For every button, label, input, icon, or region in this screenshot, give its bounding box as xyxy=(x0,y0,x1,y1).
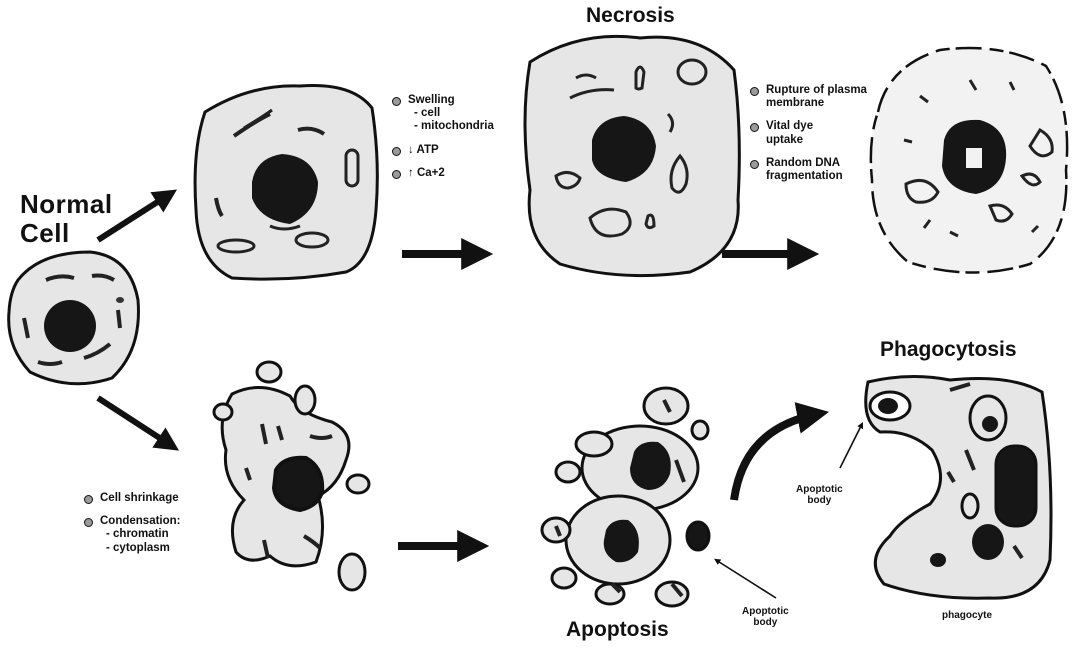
pointer-apoptotic-body-upper xyxy=(840,424,862,468)
apoptotic-body-lower-line2: body xyxy=(753,617,777,628)
note-rupture-line2: membrane xyxy=(766,97,824,109)
note-vital-dye-line1: Vital dye xyxy=(766,120,813,132)
normal-cell-label: Normal Cell xyxy=(20,190,113,248)
normal-cell xyxy=(9,252,139,384)
phagocyte-label: phagocyte xyxy=(942,610,992,621)
note-swelling: Swelling - cell - mitochondria xyxy=(392,94,494,134)
note-calcium: ↑ Ca+2 xyxy=(392,167,494,180)
phagocyte-cell xyxy=(866,376,1051,598)
normal-cell-label-line1: Normal xyxy=(20,189,113,219)
apoptotic-body-lower-line1: Apoptotic xyxy=(742,606,789,617)
note-vital-dye-line2: uptake xyxy=(766,134,803,146)
note-swelling-mitochondria: - mitochondria xyxy=(408,120,494,133)
phagocytosis-title: Phagocytosis xyxy=(880,338,1017,362)
swelling-notes: Swelling - cell - mitochondria ↓ ATP ↑ C… xyxy=(392,94,494,180)
apoptotic-body-upper-line1: Apoptotic xyxy=(796,484,843,495)
ruptured-cell xyxy=(871,48,1067,273)
note-swelling-cell: - cell xyxy=(408,107,494,120)
necrosis-title: Necrosis xyxy=(586,4,675,28)
rupture-notes: Rupture of plasma membrane Vital dye upt… xyxy=(750,84,867,183)
note-atp-text: ↓ ATP xyxy=(408,144,439,156)
apoptosis-title: Apoptosis xyxy=(566,618,669,642)
note-dna-line1: Random DNA xyxy=(766,157,840,169)
note-cell-shrinkage-text: Cell shrinkage xyxy=(100,492,179,504)
note-swelling-text: Swelling xyxy=(408,94,455,106)
pointer-apoptotic-body-lower xyxy=(716,560,776,598)
note-rupture-line1: Rupture of plasma xyxy=(766,84,867,96)
apoptotic-body-label-upper: Apoptotic body xyxy=(796,484,843,506)
note-condensation-text: Condensation: xyxy=(100,515,181,527)
note-cytoplasm: - cytoplasm xyxy=(100,542,181,555)
shrinkage-notes: Cell shrinkage Condensation: - chromatin… xyxy=(84,492,181,555)
note-rupture: Rupture of plasma membrane xyxy=(750,84,867,110)
swelling-cell xyxy=(195,85,377,279)
note-vital-dye: Vital dye uptake xyxy=(750,120,867,146)
note-chromatin: - chromatin xyxy=(100,528,181,541)
note-atp: ↓ ATP xyxy=(392,144,494,157)
note-dna-fragmentation: Random DNA fragmentation xyxy=(750,157,867,183)
apoptotic-cluster xyxy=(542,388,709,606)
arrow-to-shrinkage xyxy=(98,398,172,446)
shrinking-cell xyxy=(214,362,369,590)
necrosis-cell xyxy=(525,36,739,275)
normal-cell-label-line2: Cell xyxy=(20,218,70,248)
note-condensation: Condensation: - chromatin - cytoplasm xyxy=(84,515,181,555)
note-calcium-text: ↑ Ca+2 xyxy=(408,167,445,179)
note-dna-line2: fragmentation xyxy=(766,170,843,182)
apoptotic-body-upper-line2: body xyxy=(807,495,831,506)
apoptotic-body-label-lower: Apoptotic body xyxy=(742,606,789,628)
note-cell-shrinkage: Cell shrinkage xyxy=(84,492,181,505)
